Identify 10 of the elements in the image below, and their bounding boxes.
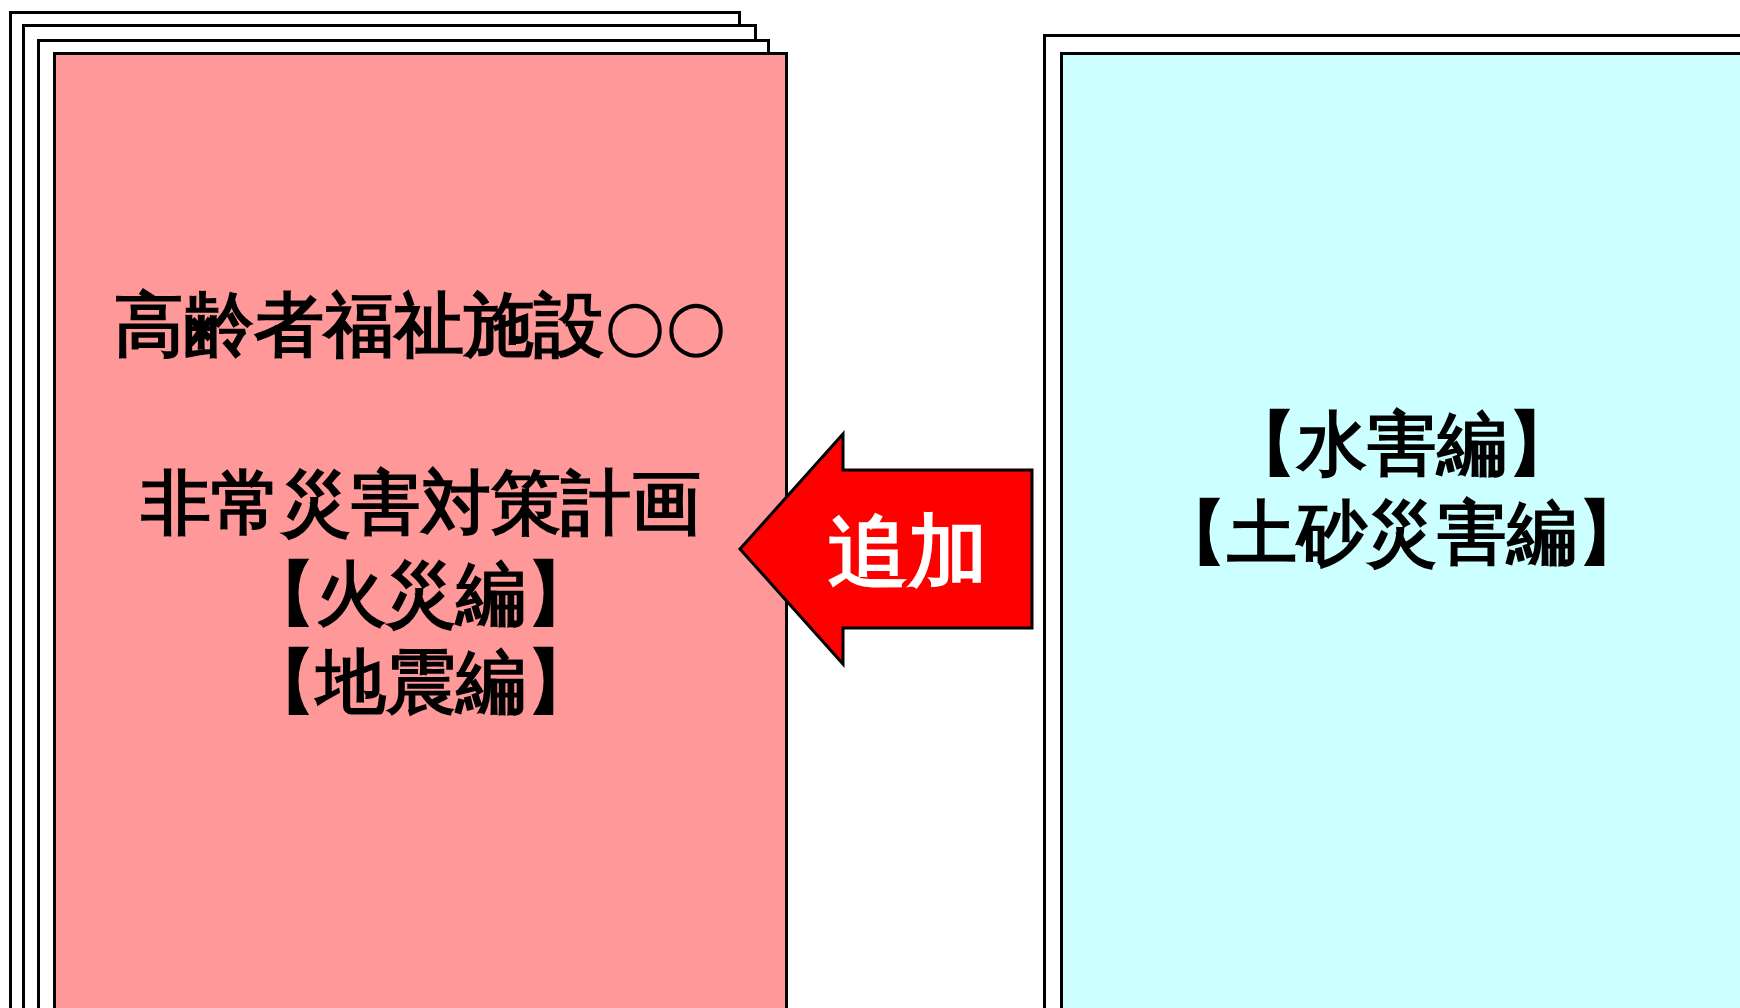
document-text: 非常災害対策計画 (139, 463, 702, 543)
document-text: 【水害編】 (1225, 404, 1578, 484)
block-arrow (738, 430, 1034, 668)
document-text: 【土砂災害編】 (1155, 493, 1648, 573)
document-page (53, 52, 788, 1008)
edge-label: 追加 (827, 507, 988, 597)
document-page (1060, 52, 1740, 1008)
document-text: 【地震編】 (244, 642, 597, 722)
document-text: 高齢者福祉施設○○ (113, 285, 728, 365)
document-text: 【火災編】 (244, 554, 597, 634)
